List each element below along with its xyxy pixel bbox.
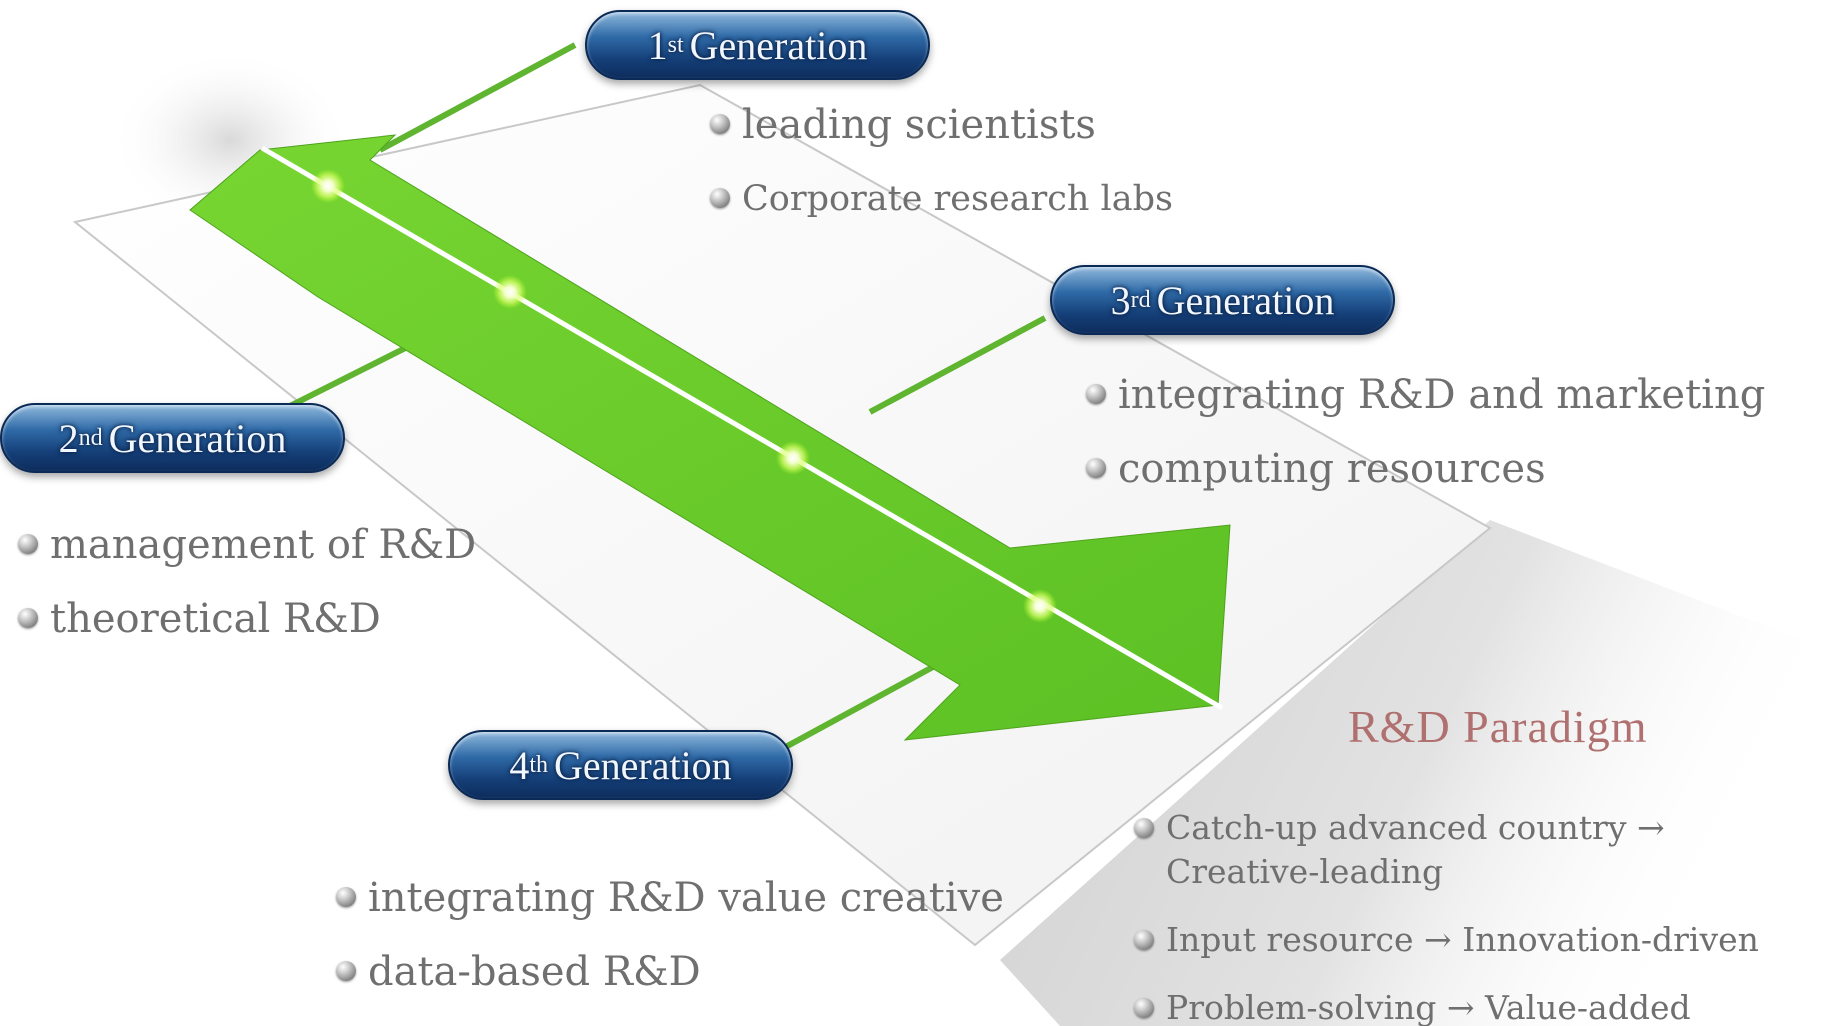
list-item: management of R&D xyxy=(12,520,476,594)
bullet-icon xyxy=(336,961,356,981)
generation-4th-items: integrating R&D value creative data-base… xyxy=(330,873,1004,1021)
generation-3rd-items: integrating R&D and marketing computing … xyxy=(1080,370,1765,518)
badge-suffix: th xyxy=(529,751,548,778)
bullet-icon xyxy=(336,887,356,907)
generation-1st-items: leading scientists Corporate research la… xyxy=(704,100,1173,248)
generation-2nd-items: management of R&D theoretical R&D xyxy=(12,520,476,668)
list-item: computing resources xyxy=(1080,444,1765,518)
bullet-icon xyxy=(18,608,38,628)
badge-label: Generation xyxy=(553,742,732,788)
list-item: leading scientists xyxy=(704,100,1173,174)
bullet-icon xyxy=(710,188,730,208)
glow-point-3 xyxy=(776,441,810,475)
bullet-icon xyxy=(1134,930,1154,950)
list-item: Problem-solving → Value-added xyxy=(1128,986,1759,1026)
badge-suffix: rd xyxy=(1130,286,1151,313)
badge-label: Generation xyxy=(108,415,287,461)
badge-label: Generation xyxy=(689,22,868,68)
bullet-icon xyxy=(1134,998,1154,1018)
paradigm-items: Catch-up advanced country →Creative-lead… xyxy=(1128,806,1759,1026)
badge-suffix: st xyxy=(667,31,684,58)
badge-num: 1 xyxy=(647,22,668,68)
list-item: data-based R&D xyxy=(330,947,1004,1021)
list-item: Corporate research labs xyxy=(704,174,1173,248)
bullet-icon xyxy=(1086,384,1106,404)
glow-point-2 xyxy=(493,275,527,309)
bullet-icon xyxy=(1086,458,1106,478)
glow-point-4 xyxy=(1023,589,1057,623)
list-item: theoretical R&D xyxy=(12,594,476,668)
connector-3rd xyxy=(868,315,1047,415)
badge-num: 3 xyxy=(1110,277,1131,323)
list-item: integrating R&D value creative xyxy=(330,873,1004,947)
connector-1st xyxy=(378,42,577,153)
connector-4th xyxy=(778,652,957,753)
glow-point-1 xyxy=(311,169,345,203)
bullet-icon xyxy=(710,114,730,134)
bullet-icon xyxy=(1134,818,1154,838)
list-item: integrating R&D and marketing xyxy=(1080,370,1765,444)
badge-num: 2 xyxy=(58,415,79,461)
bullet-icon xyxy=(18,534,38,554)
list-item: Catch-up advanced country →Creative-lead… xyxy=(1128,806,1759,894)
badge-suffix: nd xyxy=(78,424,103,451)
badge-num: 4 xyxy=(509,742,530,788)
badge-label: Generation xyxy=(1156,277,1335,323)
paradigm-title: R&D Paradigm xyxy=(1348,701,1648,752)
arrow-center-line xyxy=(260,145,1224,711)
paper-shadow xyxy=(1000,520,1828,1026)
list-item: Input resource → Innovation-driven xyxy=(1128,918,1759,962)
